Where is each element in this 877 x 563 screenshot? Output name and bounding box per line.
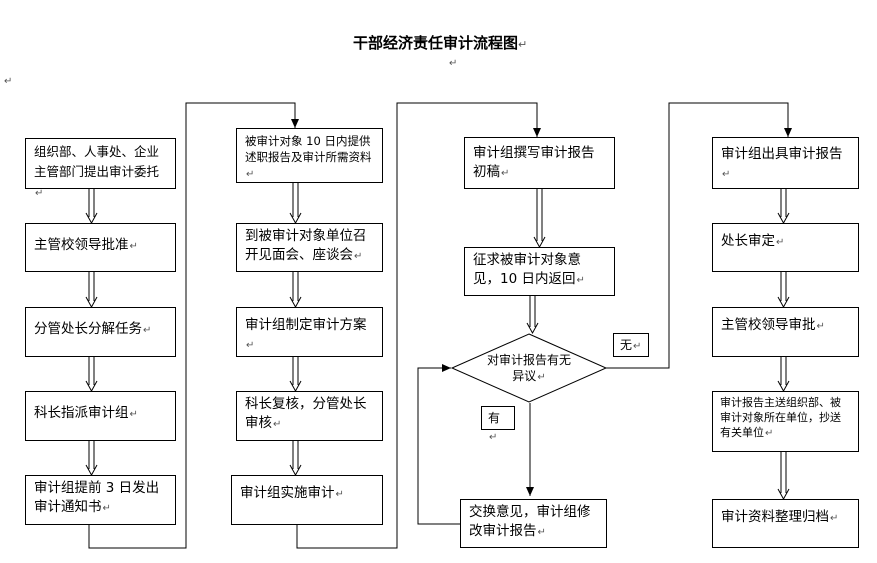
step-archive-materials: 审计资料整理归档↵	[712, 499, 859, 548]
col2-to-col3-line	[296, 102, 541, 549]
page-title: 干部经济责任审计流程图↵	[353, 34, 528, 52]
step-submit-audit-commission: 组织部、人事处、企业主管部门提出审计委托↵	[25, 138, 176, 199]
step-revise-report: 交换意见，审计组修改审计报告↵	[460, 499, 607, 548]
step-distribute-report: 审计报告主送组织部、被审计对象所在单位，抄送有关单位↵	[712, 391, 859, 452]
col4-arrows	[777, 189, 790, 501]
step-divide-tasks: 分管处长分解任务↵	[25, 307, 176, 357]
decision-diamond: 对审计报告有无异议↵	[486, 353, 571, 383]
paragraph-mark: ↵	[449, 58, 458, 69]
paragraph-mark: ↵	[4, 76, 13, 87]
step-leader-approval: 主管校领导批准↵	[25, 223, 176, 272]
step-implement-audit: 审计组实施审计↵	[231, 475, 383, 525]
branch-yes-label: 有↵	[481, 406, 515, 443]
step-submit-report-materials: 被审计对象 10 日内提供述职报告及审计所需资料↵	[236, 128, 383, 183]
step-director-review: 处长审定↵	[712, 223, 859, 272]
step-issue-audit-notice: 审计组提前 3 日发出审计通知书↵	[25, 475, 176, 525]
decision-no-line	[606, 102, 792, 369]
step-leader-approval-final: 主管校领导审批↵	[712, 307, 859, 357]
col3-arrows	[526, 189, 546, 335]
decision-diamond-shape	[450, 333, 608, 403]
step-solicit-opinions: 征求被审计对象意见，10 日内返回↵	[464, 247, 615, 296]
step-draft-report: 审计组撰写审计报告初稿↵	[464, 137, 615, 189]
branch-no-label: 无↵	[613, 333, 649, 357]
step-issue-final-report: 审计组出具审计报告↵	[712, 137, 859, 189]
revise-loop-line	[417, 364, 460, 525]
step-review-approve: 科长复核，分管处长审核↵	[236, 391, 383, 441]
step-hold-meetings: 到被审计对象单位召开见面会、座谈会↵	[236, 223, 383, 272]
col1-to-col2-line	[88, 102, 299, 549]
step-assign-audit-team: 科长指派审计组↵	[25, 391, 176, 441]
step-audit-plan: 审计组制定审计方案↵	[236, 307, 383, 357]
